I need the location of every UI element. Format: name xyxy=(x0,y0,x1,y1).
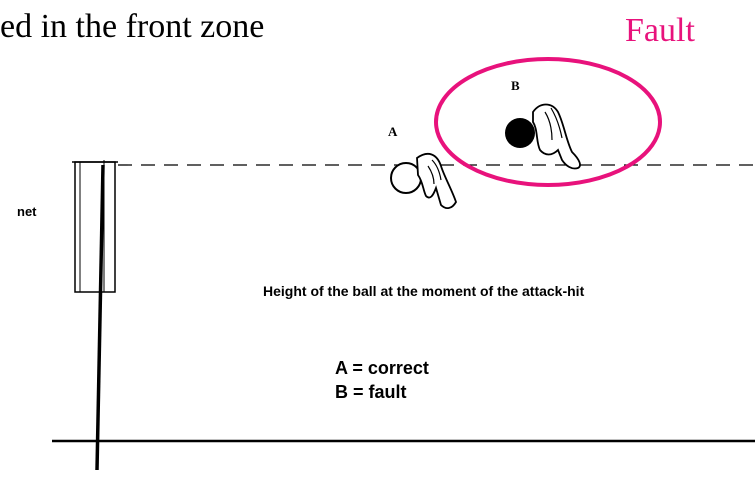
hand-a-finger-line xyxy=(431,159,442,181)
net-post xyxy=(72,160,118,471)
diagram-caption: Height of the ball at the moment of the … xyxy=(263,283,585,299)
hand-b-icon xyxy=(532,103,581,170)
net-label: net xyxy=(17,204,37,219)
hand-a-finger-line xyxy=(427,165,435,185)
net-post-pole xyxy=(95,164,105,471)
hand-a-icon xyxy=(416,152,457,209)
hand-b-finger-line xyxy=(544,111,553,141)
slide-heading: ed in the front zone xyxy=(0,8,265,45)
ball-a-label: A xyxy=(388,124,398,139)
legend-item-a: A = correct xyxy=(335,358,429,378)
fault-label: Fault xyxy=(625,12,695,49)
net-band xyxy=(74,161,116,293)
ball-b xyxy=(505,118,535,148)
fault-highlight-ellipse xyxy=(434,57,662,187)
ball-b-group xyxy=(505,103,581,170)
legend-item-b: B = fault xyxy=(335,382,407,402)
ball-a-group xyxy=(390,152,457,209)
ball-b-label: B xyxy=(511,78,520,93)
hand-b-finger-line xyxy=(550,107,563,139)
ball-a xyxy=(390,162,422,194)
